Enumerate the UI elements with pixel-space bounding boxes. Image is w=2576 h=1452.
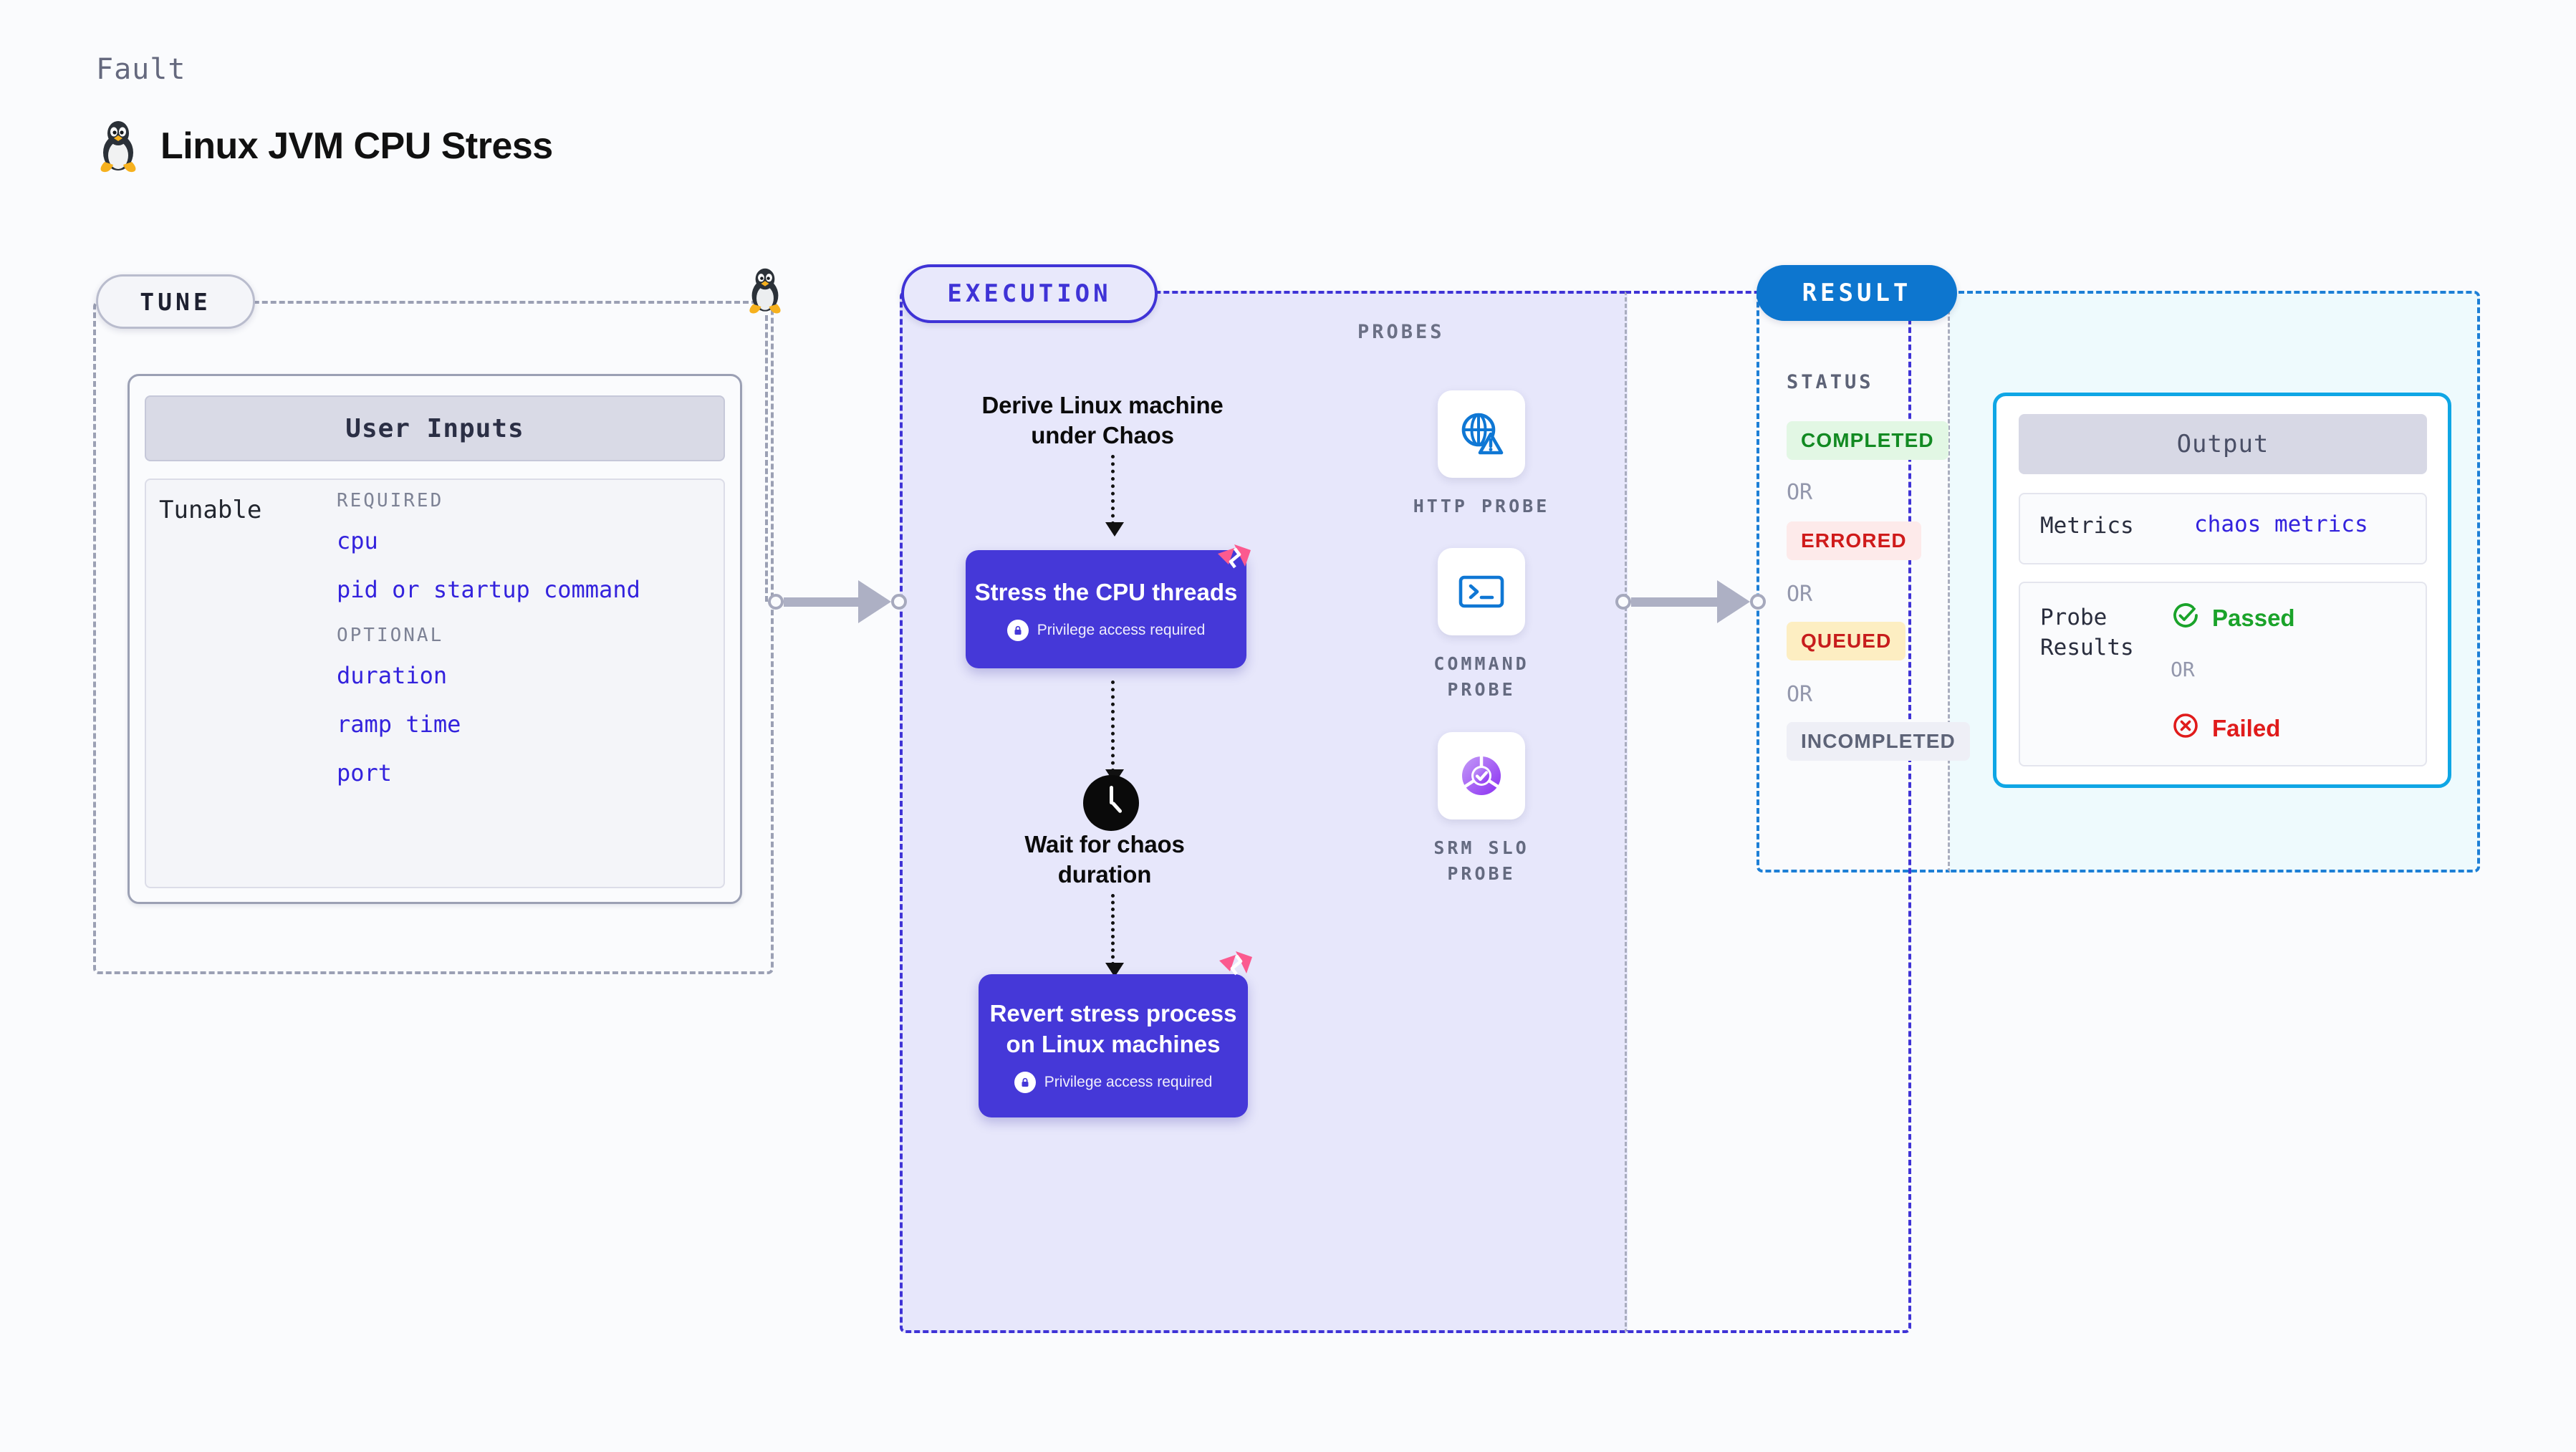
connector-start-dot: [768, 594, 784, 610]
probe-result-passed: Passed: [2171, 600, 2295, 636]
probe-command-label: COMMAND PROBE: [1433, 653, 1529, 701]
status-or-2: OR: [1787, 582, 1813, 607]
tune-stage-container: [93, 301, 774, 974]
tunable-list: REQUIRED cpu pid or startup command OPTI…: [337, 490, 709, 808]
execution-stage-pill[interactable]: EXECUTION: [901, 264, 1158, 323]
privilege-note-label: Privilege access required: [1037, 621, 1206, 638]
probe-result-failed: Failed: [2171, 711, 2280, 746]
tune-stage-pill[interactable]: TUNE: [96, 274, 255, 329]
probe-srm-slo-label: SRM SLO PROBE: [1433, 837, 1529, 885]
lock-icon: [1014, 1071, 1036, 1093]
privilege-note-label: Privilege access required: [1044, 1073, 1213, 1090]
output-title: Output: [2019, 414, 2427, 474]
terminal-icon: [1438, 548, 1525, 635]
probe-result-passed-label: Passed: [2212, 605, 2295, 631]
execution-step-stress-cpu[interactable]: Stress the CPU threads Privilege access …: [966, 550, 1246, 668]
page-title-row: Linux JVM CPU Stress: [96, 119, 553, 173]
status-or-3: OR: [1787, 682, 1813, 707]
result-stage-pill[interactable]: RESULT: [1756, 265, 1957, 321]
tunable-item-port[interactable]: port: [337, 759, 393, 787]
connector-arrowhead: [1717, 580, 1750, 623]
tunable-row-label: Tunable: [159, 496, 262, 524]
clock-icon: [1083, 775, 1139, 831]
execution-arrow-3: [1105, 894, 1124, 977]
tune-target-dashed-line: [765, 315, 768, 602]
probe-http[interactable]: HTTP PROBE: [1410, 390, 1553, 519]
privilege-note: Privilege access required: [1014, 1071, 1213, 1093]
user-inputs-title: User Inputs: [145, 395, 725, 461]
execution-step-derive-label: Derive Linux machine under Chaos: [981, 392, 1224, 449]
globe-alert-icon: [1438, 390, 1525, 478]
connector-end-dot: [1750, 594, 1766, 610]
privilege-note: Privilege access required: [1006, 619, 1206, 641]
output-metrics-value[interactable]: chaos metrics: [2194, 511, 2368, 537]
connector-tune-to-execution: [768, 580, 907, 623]
slo-check-icon: [1438, 732, 1525, 819]
page-eyebrow: Fault: [96, 53, 186, 86]
execution-step-revert-stress[interactable]: Revert stress process on Linux machines …: [979, 974, 1248, 1117]
status-or-1: OR: [1787, 480, 1813, 505]
tunable-group-heading-optional: OPTIONAL: [337, 625, 444, 646]
status-badge-incompleted: INCOMPLETED: [1787, 722, 1970, 761]
status-badge-completed: COMPLETED: [1787, 421, 1948, 460]
linux-penguin-icon: [96, 119, 140, 173]
connector-execution-to-result: [1615, 580, 1766, 623]
check-circle-icon: [2171, 600, 2201, 636]
chaos-logo-icon: [1213, 540, 1254, 584]
execution-arrow-2: [1105, 681, 1124, 784]
connector-arrowhead: [858, 580, 891, 623]
tunable-item-duration[interactable]: duration: [337, 662, 448, 689]
probe-srm-slo[interactable]: SRM SLO PROBE: [1410, 732, 1553, 888]
chaos-logo-icon: [1215, 947, 1255, 991]
status-badge-queued: QUEUED: [1787, 622, 1906, 660]
connector-bar: [784, 597, 860, 607]
connector-bar: [1631, 597, 1719, 607]
tunable-item-ramp-time[interactable]: ramp time: [337, 711, 461, 738]
output-row-probe-results: [2019, 582, 2427, 766]
output-metrics-key: Metrics: [2040, 513, 2134, 539]
status-badge-errored: ERRORED: [1787, 521, 1921, 560]
tunable-group-heading-required: REQUIRED: [337, 490, 444, 511]
tunable-item-cpu[interactable]: cpu: [337, 527, 378, 554]
connector-start-dot: [1615, 594, 1631, 610]
page-title: Linux JVM CPU Stress: [160, 125, 553, 167]
close-circle-icon: [2171, 711, 2201, 746]
linux-target-penguin-icon: [738, 266, 792, 320]
output-row-metrics: [2019, 493, 2427, 564]
lock-icon: [1006, 619, 1029, 641]
probes-section-title: PROBES: [1357, 321, 1445, 343]
probe-http-label: HTTP PROBE: [1413, 496, 1550, 516]
tunable-item-pid-or-startup-command[interactable]: pid or startup command: [337, 576, 640, 603]
probe-result-failed-label: Failed: [2212, 715, 2281, 741]
tunable-body: [145, 479, 725, 888]
execution-step-wait-label: Wait for chaos duration: [1024, 831, 1185, 888]
status-section-title: STATUS: [1787, 371, 1874, 393]
probe-command[interactable]: COMMAND PROBE: [1410, 548, 1553, 703]
connector-end-dot: [891, 594, 907, 610]
probe-result-or: OR: [2171, 658, 2195, 681]
execution-arrow-1: [1105, 455, 1124, 537]
execution-step-stress-cpu-label: Stress the CPU threads: [974, 579, 1238, 606]
execution-step-revert-stress-label: Revert stress process on Linux machines: [989, 1000, 1237, 1057]
